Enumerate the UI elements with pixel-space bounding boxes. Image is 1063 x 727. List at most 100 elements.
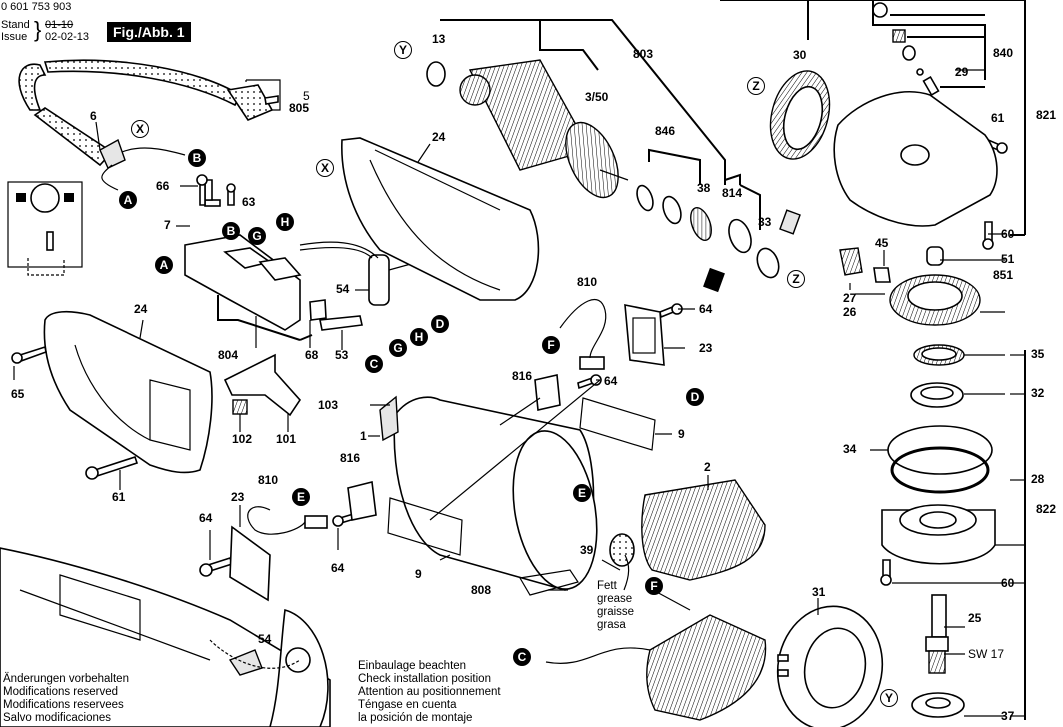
connector-badge: H (276, 213, 294, 231)
installation-note: Einbaulage beachten Check installation p… (358, 660, 501, 725)
connector-badge: H (410, 328, 428, 346)
housing-half-left (43, 310, 213, 474)
stand-label: Stand (1, 19, 30, 31)
connector-badge: Y (880, 689, 898, 707)
housing-half-top (341, 137, 540, 301)
part-label: 816 (512, 369, 533, 383)
part-label: 37 (1001, 709, 1015, 723)
figure-label: Fig./Abb. 1 (107, 22, 191, 42)
part-label: 822 (1036, 502, 1057, 516)
bearing-cover (776, 605, 884, 727)
grease-note-de: Fett (597, 580, 617, 592)
part-label: 821 (1036, 108, 1057, 122)
part-label: 840 (993, 46, 1014, 60)
field-coil-top (641, 479, 766, 581)
part-label: 54 (258, 632, 272, 646)
part-label: 7 (164, 218, 171, 232)
connector-badge: Z (747, 77, 765, 95)
part-label: 846 (655, 124, 676, 138)
spring-plates (229, 304, 665, 602)
part-label: 810 (577, 275, 598, 289)
insulating-sheets (387, 397, 656, 596)
power-cord (18, 59, 279, 191)
switch-assembly (184, 179, 363, 341)
connector-badge: A (119, 191, 137, 209)
part-label: 66 (156, 179, 170, 193)
connector-badge: A (155, 256, 173, 274)
grease-felt (609, 533, 635, 567)
part-label: 30 (793, 48, 807, 62)
part-label: 814 (722, 186, 743, 200)
brush-holders (247, 298, 607, 535)
installation-detail (0, 547, 331, 727)
part-label: 1 (360, 429, 367, 443)
part-label: 6 (90, 109, 97, 123)
part-number: 0 601 753 903 (1, 1, 72, 13)
part-label: 29 (955, 65, 969, 79)
part-label: 805 (289, 101, 310, 115)
connector-badge: X (131, 120, 149, 138)
part-label: 60 (1001, 227, 1015, 241)
part-label: 45 (875, 236, 889, 250)
part-label: 23 (231, 490, 245, 504)
connector-badge: F (542, 336, 560, 354)
part-label: 810 (258, 473, 279, 487)
bearing-flange (881, 425, 996, 565)
connector-badge: F (645, 577, 663, 595)
issue-label: Issue (1, 31, 28, 43)
connector-badge: C (365, 355, 383, 373)
field-coil-bottom (545, 589, 767, 721)
connector-badge: B (188, 149, 206, 167)
part-label: SW 17 (968, 647, 1005, 661)
part-label: 65 (11, 387, 25, 401)
installation-note-es-1: Téngase en cuenta (358, 699, 457, 711)
installation-note-es-2: la posición de montaje (358, 712, 473, 724)
part-label: 61 (112, 490, 126, 504)
grease-note-fr: graisse (597, 606, 635, 618)
part-label: 64 (199, 511, 213, 525)
part-label: 51 (1001, 252, 1015, 266)
gear-housing (769, 2, 998, 283)
connector-badge: G (389, 339, 407, 357)
part-label: 2 (704, 460, 711, 474)
part-label: 24 (134, 302, 148, 316)
connector-badge: C (513, 648, 531, 666)
modifications-note-fr: Modifications reservees (3, 699, 124, 711)
connector-badge: Z (787, 270, 805, 288)
part-label: 23 (699, 341, 713, 355)
connector-badge: E (573, 484, 591, 502)
part-label: 26 (843, 305, 857, 319)
connector-badge: B (222, 222, 240, 240)
motor-housing (379, 379, 601, 591)
part-label: 38 (697, 181, 711, 195)
part-label: 33 (758, 215, 772, 229)
part-label: 31 (812, 585, 826, 599)
part-label: 808 (471, 583, 492, 597)
modifications-note: Änderungen vorbehalten Modifications res… (3, 673, 129, 725)
part-label: 64 (699, 302, 713, 316)
part-label: 63 (242, 195, 256, 209)
part-label: 803 (633, 47, 654, 61)
part-label: 64 (331, 561, 345, 575)
part-label: 27 (843, 291, 857, 305)
connector-badge: E (292, 488, 310, 506)
modifications-note-en: Modifications reserved (3, 686, 119, 698)
connector-badge: G (248, 227, 266, 245)
modifications-note-de: Änderungen vorbehalten (3, 673, 129, 685)
installation-note-de: Einbaulage beachten (358, 660, 467, 672)
part-label: 34 (843, 442, 857, 456)
part-label: 61 (991, 111, 1005, 125)
part-label: 9 (678, 427, 685, 441)
part-label: 851 (993, 268, 1014, 282)
part-label: 24 (432, 130, 446, 144)
brace-icon: } (34, 17, 42, 42)
grease-note-en: grease (597, 593, 633, 605)
part-label: 13 (432, 32, 446, 46)
stand-value-struck: 01-10 (45, 19, 74, 31)
part-label: 5 (303, 89, 310, 103)
leader-lines (13, 0, 1026, 720)
part-label: 816 (340, 451, 361, 465)
modifications-note-es: Salvo modificaciones (3, 712, 112, 724)
